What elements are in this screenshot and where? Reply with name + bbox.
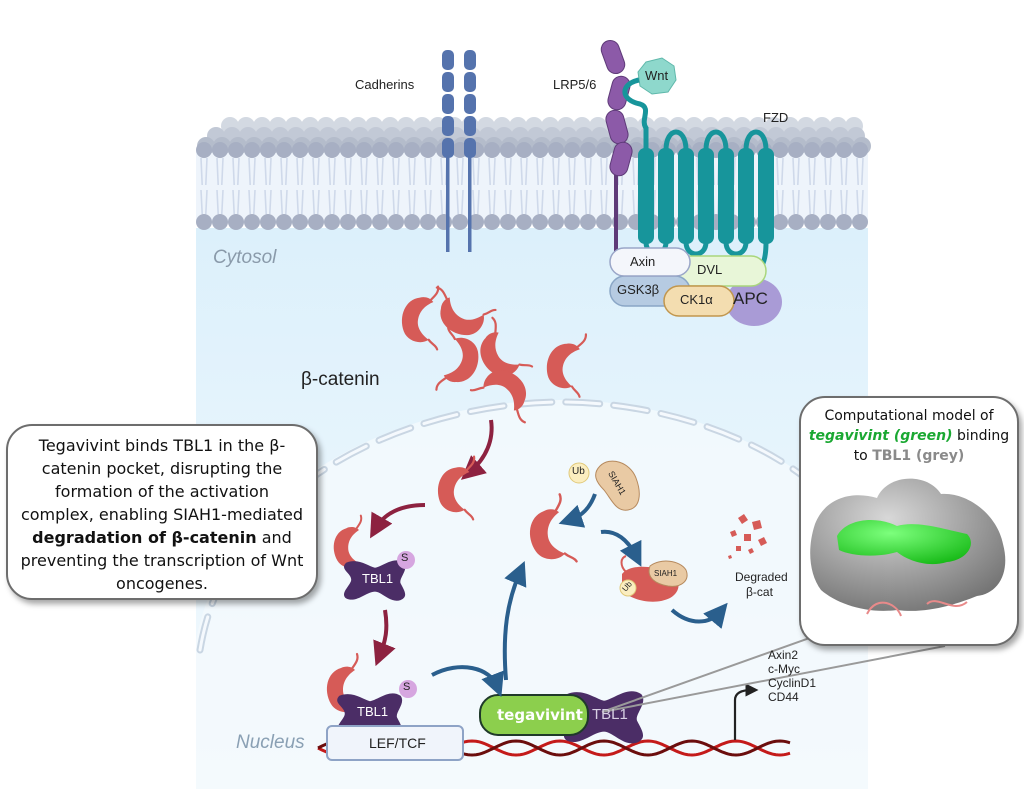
sumo-label-dna: S [403, 681, 411, 693]
ubiquitinated-beta-catenin [619, 555, 688, 602]
target-gene: CyclinD1 [768, 676, 817, 690]
gsk3b-label: GSK3β [617, 282, 660, 297]
ub-label-free: Ub [572, 466, 585, 477]
lrp5-6-receptor [600, 39, 633, 255]
sumo-label-upper: S [401, 552, 409, 564]
tbl1-label-dna: TBL1 [357, 704, 389, 719]
fzd-label: FZD [763, 110, 789, 125]
cadherins [442, 50, 476, 252]
target-gene-list: Axin2 c-Myc CyclinD1 CD44 [768, 648, 816, 704]
target-gene: Axin2 [768, 648, 799, 662]
tegavivint-pill [479, 694, 589, 736]
nucleus-label: Nucleus [236, 732, 305, 753]
cytosol-label: Cytosol [213, 247, 277, 268]
lef-tcf-label: LEF/TCF [369, 735, 426, 751]
wnt-ligand [637, 57, 677, 95]
callout-text-bold: degradation of β-catenin [32, 528, 257, 547]
tegavivint-label: tegavivint [497, 706, 583, 724]
degraded-fragments [728, 514, 767, 559]
beta-catenin-label: β-catenin [301, 369, 380, 390]
model-caption-protein: TBL1 (grey) [872, 448, 965, 464]
fzd-helices [638, 148, 774, 244]
model-caption-line1: Computational model of [824, 408, 994, 424]
wnt-label: Wnt [645, 68, 669, 83]
activation-arrows [370, 419, 494, 667]
ck1a-label: CK1α [680, 292, 713, 307]
cell-membrane [196, 117, 871, 230]
tbl1-label-upper: TBL1 [362, 571, 394, 586]
tbl1-complex-dna [325, 652, 417, 737]
model-caption-to: to [853, 448, 873, 464]
molecular-model-image [810, 478, 1006, 617]
siah1-free [568, 460, 640, 511]
mechanism-callout: Tegavivint binds TBL1 in the β-catenin p… [6, 424, 318, 600]
tbl1-complex-upper [332, 514, 415, 601]
model-caption-binding: binding [952, 428, 1010, 444]
target-gene: CD44 [768, 690, 799, 704]
tegavivint-surface [837, 520, 971, 565]
lrp-label: LRP5/6 [553, 77, 597, 92]
degraded-label: Degraded [735, 570, 788, 584]
model-callout: Computational model of tegavivint (green… [799, 396, 1019, 646]
degraded-label-2: β-cat [746, 585, 773, 599]
tbl1-label-bound: TBL1 [592, 706, 628, 723]
siah1-label-bound: SIAH1 [654, 569, 678, 578]
fzd-receptor [622, 77, 649, 150]
nucleus-region [196, 400, 868, 789]
callout-text-2: and preventing the transcription of Wnt … [20, 528, 304, 593]
apc-label: APC [733, 289, 768, 308]
cadherins-label: Cadherins [355, 77, 415, 92]
lef-tcf-box [326, 725, 464, 761]
degradation-arrows [431, 493, 728, 698]
destruction-complex [609, 247, 782, 326]
target-gene: c-Myc [768, 662, 800, 676]
dvl-label: DVL [697, 262, 723, 277]
transcription-arrow [733, 683, 759, 740]
axin-label: Axin [630, 254, 656, 269]
callout-text-1: Tegavivint binds TBL1 in the β-catenin p… [20, 436, 304, 524]
model-caption-drug: tegavivint (green) [808, 428, 953, 444]
